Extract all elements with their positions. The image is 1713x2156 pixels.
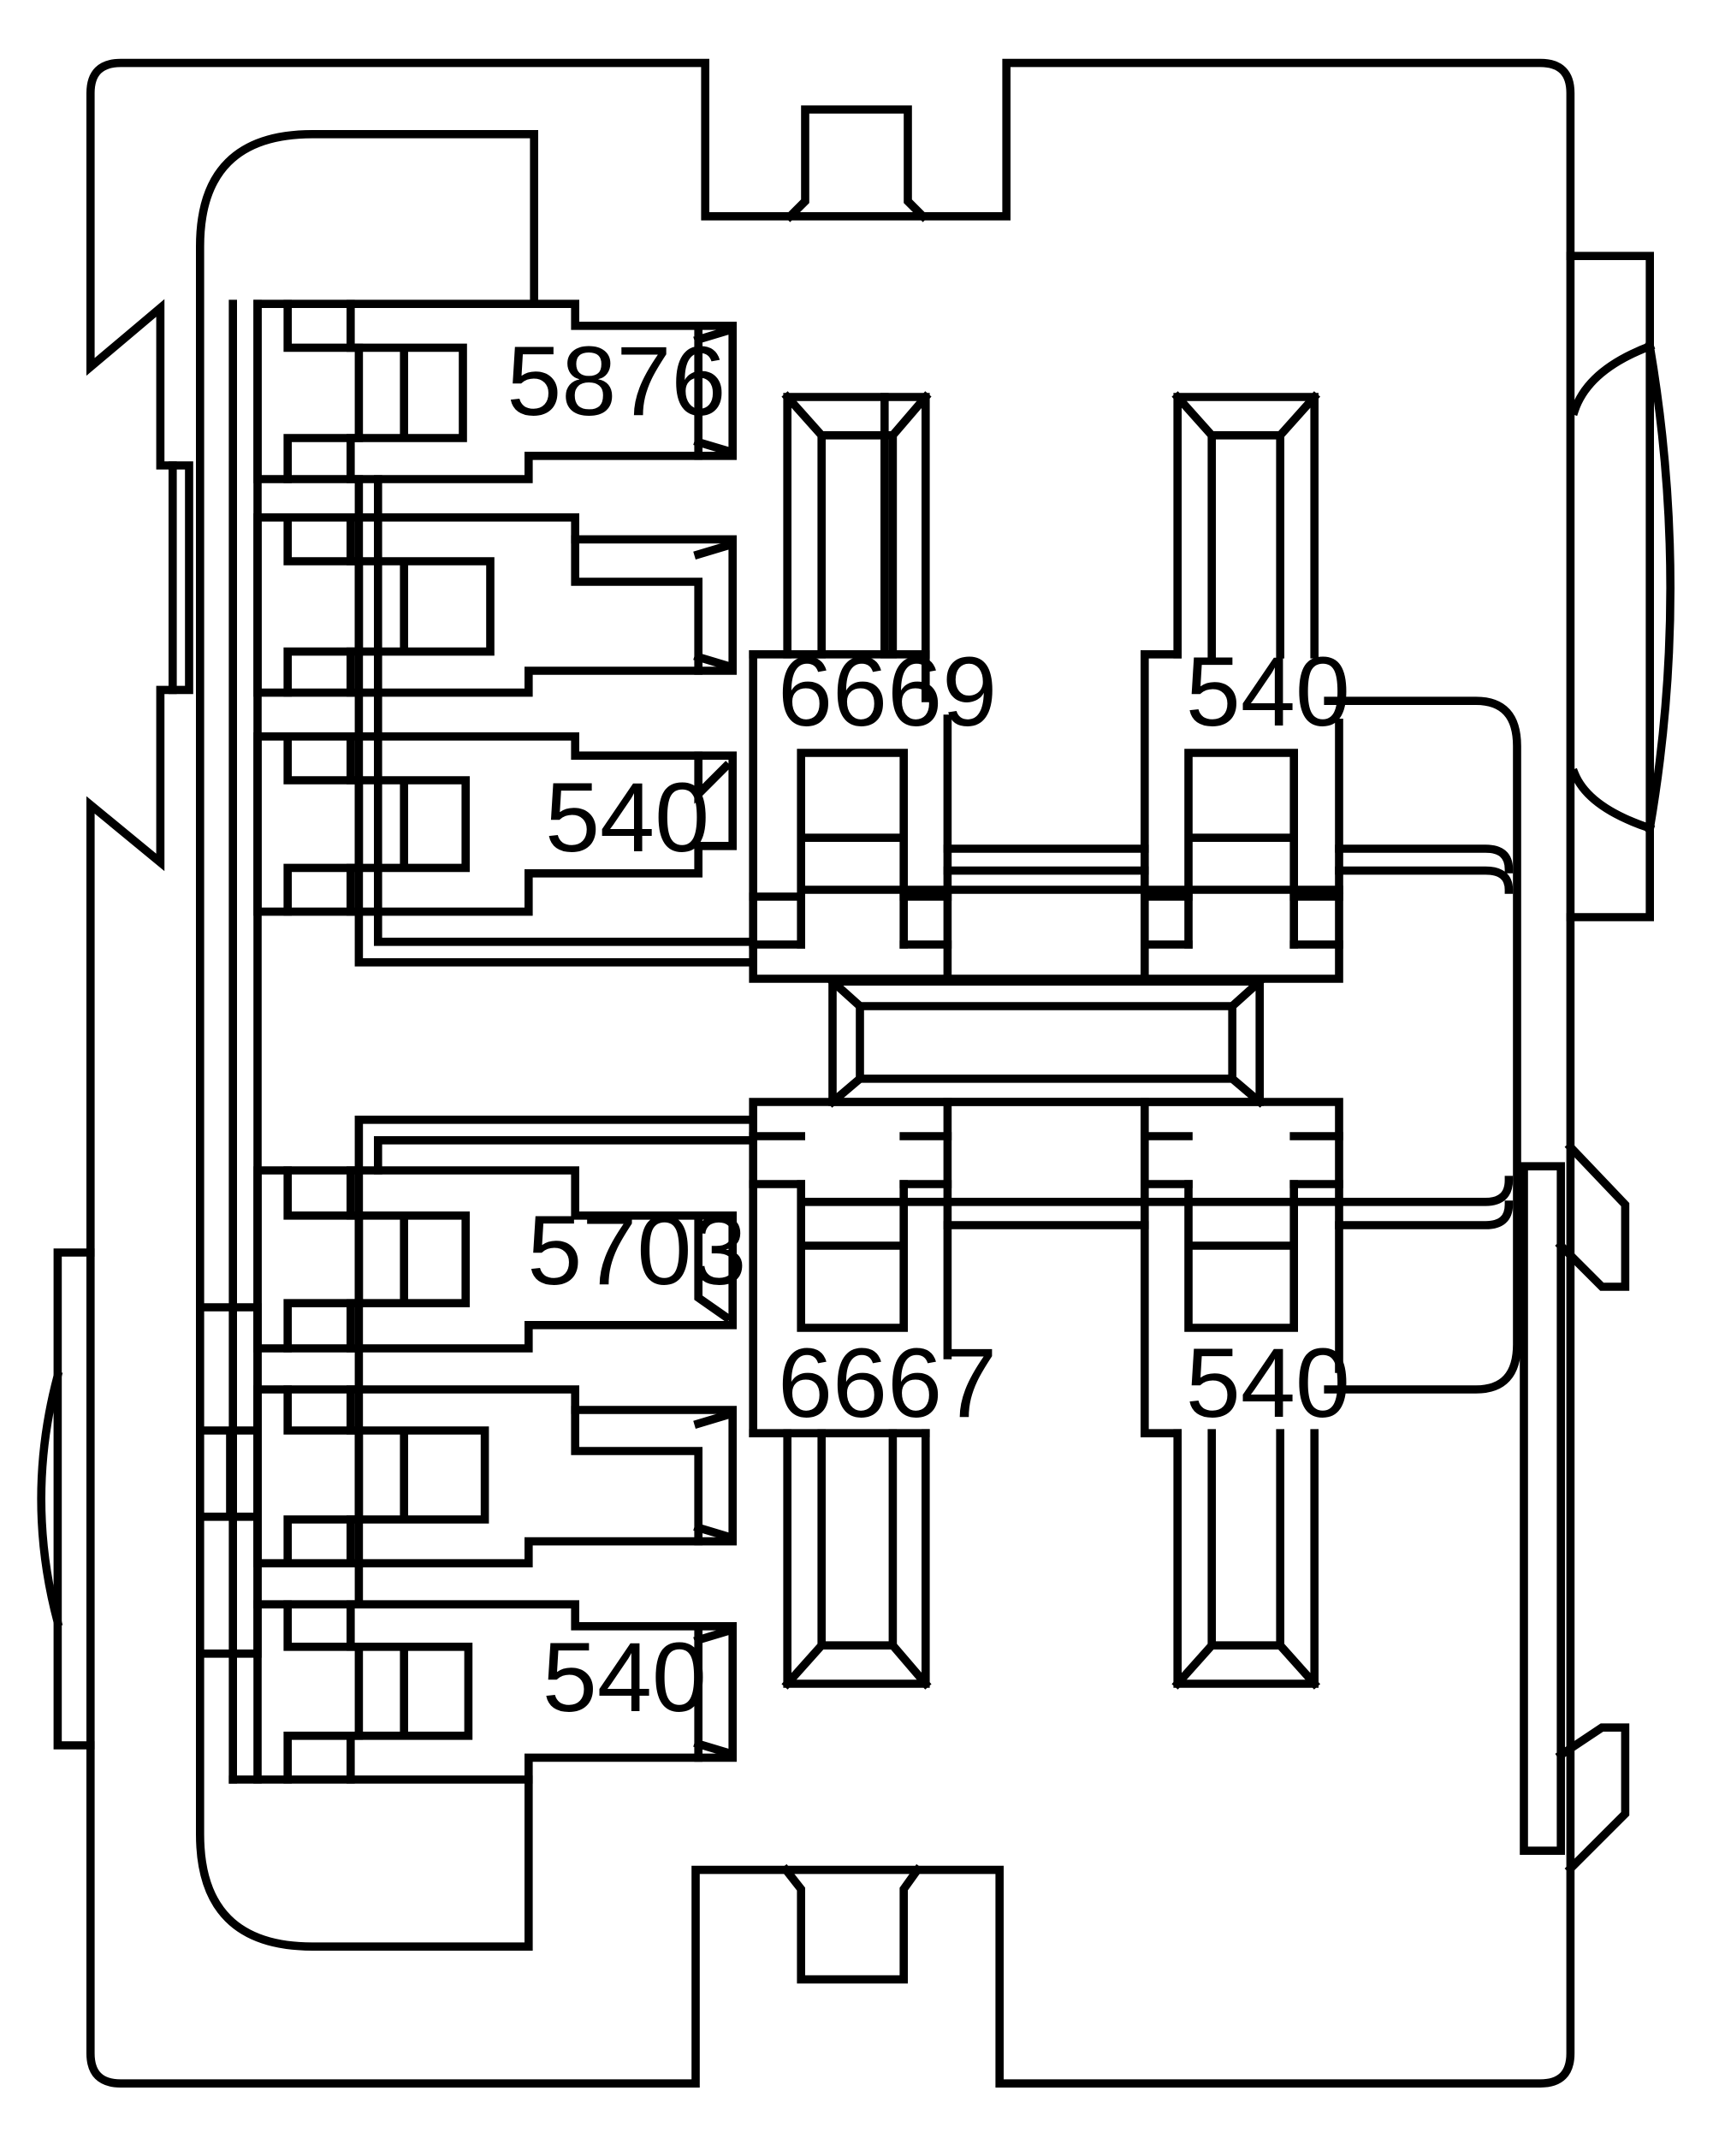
relay-top-1-label: 5876 — [507, 327, 726, 436]
lower-cross-bars — [943, 1176, 1514, 1229]
center-fuse — [827, 975, 1265, 1108]
right-bus-loop — [1324, 696, 1521, 1394]
left-mount-bulge — [37, 1371, 63, 1627]
relay-top-2 — [253, 513, 738, 697]
terminal-bottom-right-label: 540 — [1186, 1329, 1350, 1438]
terminal-bottom-left-label: 6667 — [778, 1329, 997, 1438]
terminal-top-right-label: 540 — [1186, 637, 1350, 747]
right-clip-lower — [1555, 1723, 1630, 1875]
relay-bottom-2 — [253, 1385, 738, 1567]
bottom-latch-notch — [779, 1863, 923, 1984]
relay-bottom-3 — [228, 1600, 738, 1784]
terminal-bottom-right — [1141, 1098, 1343, 1690]
terminal-bottom-left — [749, 1098, 952, 1690]
top-bus-bars — [354, 475, 758, 967]
housing-outline — [86, 58, 1575, 2088]
relay-top-3-label: 540 — [545, 763, 709, 873]
right-mount-tab — [1566, 252, 1655, 921]
upper-cross-bars — [943, 844, 1514, 894]
relay-top-3 — [253, 732, 738, 916]
inner-cavity-wall — [196, 130, 539, 1951]
left-rail-strip — [169, 461, 193, 695]
left-mount-tab — [53, 1248, 95, 1750]
relay-bottom-1-label: 5703 — [527, 1196, 746, 1306]
bottom-bus-bars — [354, 1116, 758, 1608]
right-lower-rail — [1520, 1162, 1566, 1855]
terminal-top-right — [1141, 391, 1343, 983]
terminal-top-left-label: 6669 — [778, 637, 997, 747]
relay-bottom-3-label: 540 — [542, 1623, 707, 1732]
top-latch-notch — [784, 105, 929, 222]
terminal-top-left — [749, 391, 952, 983]
relay-top-1 — [253, 299, 738, 483]
right-clip-upper — [1555, 1141, 1630, 1291]
right-mount-bulge — [1568, 341, 1674, 834]
